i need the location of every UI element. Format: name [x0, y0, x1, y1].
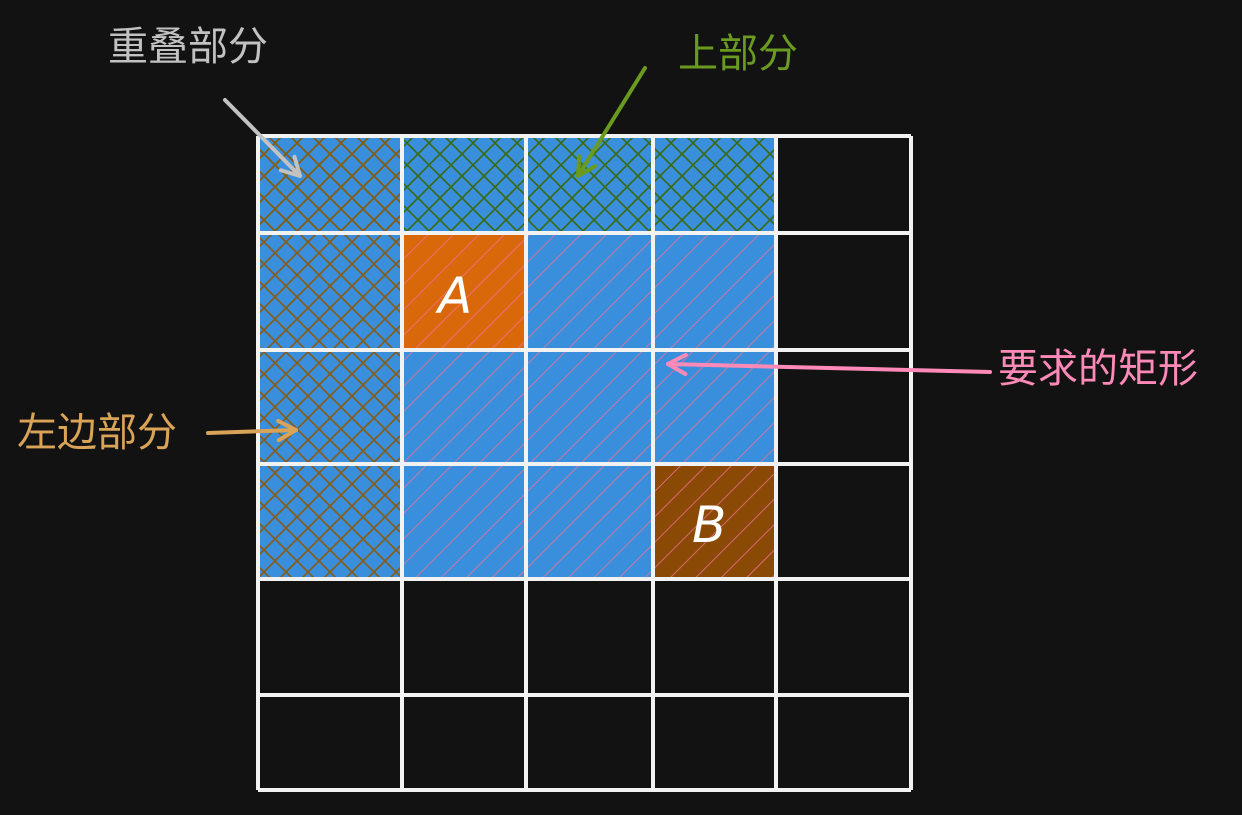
target-rectangle-hatch — [402, 233, 776, 579]
cell-b-label: B — [692, 496, 727, 554]
target-rectangle-label: 要求的矩形 — [998, 346, 1198, 392]
target-rectangle-arrow — [666, 352, 992, 377]
top-part-label: 上部分 — [678, 31, 798, 77]
overlap-arrow — [223, 98, 302, 178]
grid-lines — [256, 134, 913, 792]
overlap-label: 重叠部分 — [108, 24, 268, 70]
top-part-arrow — [576, 66, 647, 178]
left-part-hatch — [258, 136, 402, 579]
left-part-arrow — [206, 419, 298, 443]
left-part-label: 左边部分 — [17, 410, 177, 456]
arrows — [206, 66, 992, 443]
cell-a-label: A — [438, 267, 473, 325]
hatch-layer — [258, 136, 776, 579]
